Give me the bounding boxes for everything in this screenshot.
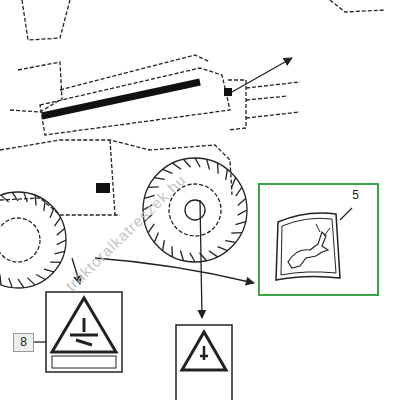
- tread: [231, 232, 242, 234]
- tread: [238, 198, 246, 205]
- tread: [36, 275, 45, 280]
- tread: [44, 269, 54, 272]
- small-decal: [224, 88, 232, 96]
- warning-sign-general: [176, 325, 232, 400]
- tread: [207, 159, 210, 169]
- rear-wheel: [0, 192, 66, 288]
- deer-logo: [276, 213, 340, 280]
- tread: [9, 278, 13, 288]
- tread: [35, 195, 36, 205]
- side-decal: [96, 183, 110, 193]
- warning-sign-crush: [46, 292, 122, 372]
- tread: [0, 275, 1, 285]
- tread: [44, 200, 45, 210]
- tread: [1, 195, 9, 202]
- callout-number: 5: [352, 189, 359, 202]
- tread: [236, 187, 242, 196]
- tread: [163, 240, 165, 250]
- tread: [18, 279, 24, 288]
- callout-box: 8: [13, 333, 34, 352]
- tread: [209, 251, 218, 257]
- tread: [54, 218, 60, 226]
- tread: [50, 208, 54, 218]
- tread: [180, 250, 183, 260]
- tread: [24, 192, 28, 202]
- callout-number: 8: [20, 336, 27, 349]
- tread: [226, 169, 228, 179]
- tread: [232, 178, 236, 188]
- tread: [225, 241, 235, 243]
- tread: [217, 163, 219, 174]
- tread: [238, 210, 247, 215]
- tread: [183, 159, 190, 167]
- tread: [190, 253, 195, 262]
- tread: [57, 240, 66, 245]
- tread: [57, 229, 65, 236]
- tread: [12, 192, 18, 201]
- callout-box: 5: [258, 183, 379, 296]
- tread: [195, 158, 200, 167]
- tread: [154, 178, 164, 180]
- tread: [171, 246, 173, 257]
- tread: [154, 233, 158, 243]
- tread: [54, 251, 64, 253]
- tread: [148, 186, 159, 188]
- tread: [235, 222, 245, 225]
- tread: [218, 247, 228, 251]
- tread: [148, 224, 154, 233]
- tread: [163, 169, 173, 173]
- tread: [50, 261, 60, 262]
- tread: [172, 163, 181, 169]
- tread: [27, 278, 35, 285]
- watermark: traktoralkatreszek.hu: [62, 171, 189, 295]
- boom-stripe: [42, 82, 200, 116]
